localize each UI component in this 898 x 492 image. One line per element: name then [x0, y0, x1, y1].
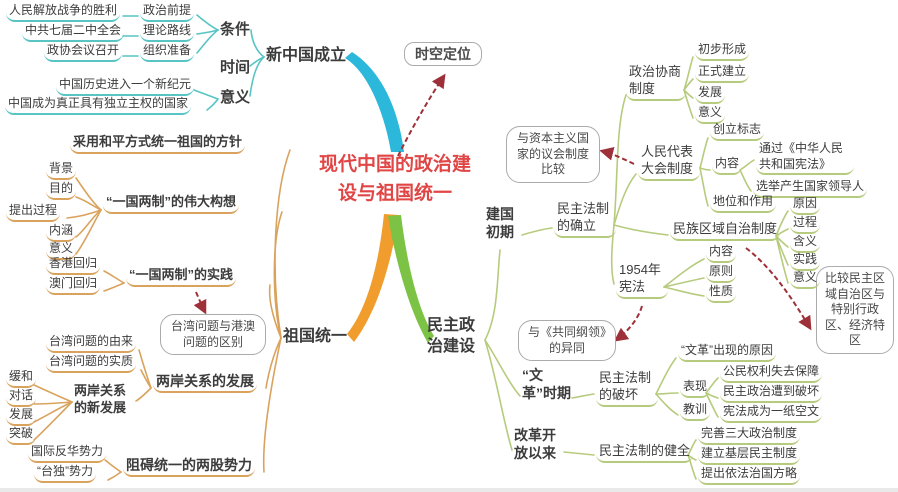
node-guocheng: 过程	[790, 215, 821, 234]
arrow-to-shikong	[397, 73, 446, 157]
node-neirong: 内容	[712, 156, 743, 175]
node-shijian2: 实践	[790, 252, 821, 271]
node-yuanze: 原则	[706, 264, 737, 283]
node-luxian: 理论路线	[140, 23, 195, 42]
node-jianguochuqi: 建国初期	[486, 206, 514, 241]
node-biaoxian: 表现	[680, 379, 711, 398]
arrow-to-taiwan	[193, 291, 207, 315]
cloud-taiwan: 台湾问题与港澳问题的区别	[160, 314, 266, 356]
central-topic-line1: 现代中国的政治建	[318, 154, 471, 175]
node-beijing: 背景	[46, 161, 77, 180]
node-xianfa54: 1954年宪法	[616, 262, 668, 299]
node-jiyuan: 中国历史进入一个新纪元	[56, 77, 195, 96]
node-aomen: 澳门回归	[46, 276, 101, 295]
node-wenge: “文革”时期	[522, 367, 571, 402]
node-minzu: 民族区域自治制度	[670, 221, 781, 241]
node-tongguo: 通过《中华人民共和国宪法》	[756, 141, 854, 176]
arrow-to-bijiao	[745, 247, 812, 331]
branch-zuguotongyi: 祖国统一	[283, 328, 348, 345]
node-fazhan: 发展	[6, 407, 37, 426]
node-wanshan: 完善三大政治制度	[698, 426, 801, 445]
arrow-to-yihui	[599, 146, 635, 165]
node-yiyi2: 意义	[46, 241, 77, 260]
cloud-shikong: 时空定位	[404, 42, 482, 67]
node-chubu: 初步形成	[695, 42, 750, 61]
node-jiceng: 建立基层民主制度	[698, 446, 801, 465]
node-jiefang: 人民解放战争的胜利	[6, 3, 121, 22]
node-huanhe: 缓和	[6, 369, 37, 388]
node-chuangli: 创立标志	[710, 122, 765, 141]
node-jiaoxun: 教训	[680, 402, 711, 421]
node-zhengxie-zhaokai: 政协会议召开	[44, 43, 123, 62]
node-tichuguocheng: 提出过程	[6, 203, 61, 222]
cloud-bijiao: 比较民主区域自治区与特别行政区、经济特区	[816, 266, 894, 354]
node-taidu: “台独”势力	[34, 464, 96, 483]
node-yuanyin: 原因	[790, 196, 821, 215]
node-renda: 人民代表大会制度	[638, 144, 700, 181]
branch-minzhuzhengzhi: 民主政治建设	[427, 317, 476, 355]
cloud-gangling: 与《共同纲领》的异同	[518, 320, 616, 362]
node-qianti: 政治前提	[140, 3, 195, 22]
ribbon-cyan	[345, 52, 404, 152]
node-zhunbei: 组织准备	[140, 43, 195, 62]
node-kongwen: 宪法成为一纸空文	[720, 404, 823, 423]
node-hanyi: 含义	[790, 234, 821, 253]
node-tiaojian: 条件	[220, 21, 251, 38]
node-xingzhi: 性质	[706, 284, 737, 303]
node-yiyi4: 意义	[790, 270, 821, 289]
node-xinfazhan: 两岸关系的新发展	[74, 383, 127, 415]
bottom-strip	[0, 488, 898, 492]
node-zhuquan: 中国成为真正具有独立主权的国家	[5, 96, 192, 115]
node-diwei: 地位和作用	[710, 194, 777, 213]
node-yiyi: 意义	[220, 89, 251, 106]
node-zuai: 阻碍统一的两股势力	[123, 456, 255, 478]
node-zhengshi: 正式建立	[695, 64, 750, 83]
node-qijie: 中共七届二中全会	[22, 23, 125, 42]
node-zhengxiezhidu: 政治协商制度	[626, 64, 686, 101]
node-shijian: 时间	[220, 59, 251, 76]
node-gongmin: 公民权利失去保障	[720, 364, 823, 383]
node-neihan: 内涵	[46, 223, 77, 242]
central-topic: 现代中国的政治建 设与祖国统一	[293, 150, 497, 209]
node-yiyi3: 意义	[695, 105, 726, 124]
node-jianquan: 民主法制的健全	[596, 443, 694, 463]
node-liangan: 两岸关系的发展	[153, 372, 257, 394]
node-shizhi: 台湾问题的实质	[46, 354, 137, 373]
node-fangzhen: 采用和平方式统一祖国的方针	[70, 134, 246, 154]
node-fazhan2: 发展	[695, 85, 726, 104]
node-fanhua: 国际反华势力	[28, 444, 107, 463]
cloud-yihui: 与资本主义国家的议会制度比较	[506, 126, 600, 183]
ribbon-green	[388, 215, 434, 343]
node-xuanju: 选举产生国家领导人	[753, 179, 868, 198]
node-zaodao: 民主政治遭到破坏	[720, 384, 823, 403]
central-topic-line2: 设与祖国统一	[337, 183, 452, 205]
node-shijian-practice: “一国两制”的实践	[126, 267, 237, 287]
node-duihua: 对话	[6, 388, 37, 407]
node-neirong2: 内容	[706, 244, 737, 263]
node-fanglue: 提出依法治国方略	[698, 466, 801, 485]
node-xianggang: 香港回归	[46, 256, 101, 275]
node-tupo: 突破	[6, 426, 37, 445]
node-gouxiang: “一国两制”的伟大构想	[103, 194, 240, 214]
node-gaige: 改革开放以来	[514, 427, 556, 462]
node-mudi: 目的	[46, 181, 77, 200]
branch-xinzhongguo: 新中国成立	[266, 47, 347, 64]
node-youlai: 台湾问题的由来	[46, 334, 137, 353]
node-pohuai: 民主法制的破坏	[596, 370, 658, 407]
node-wgyuanyin: “文革”出现的原因	[678, 343, 776, 362]
ribbon-orange	[347, 214, 399, 342]
node-queli: 民主法制的确立	[554, 201, 616, 238]
arrow-to-gangling	[613, 305, 643, 342]
